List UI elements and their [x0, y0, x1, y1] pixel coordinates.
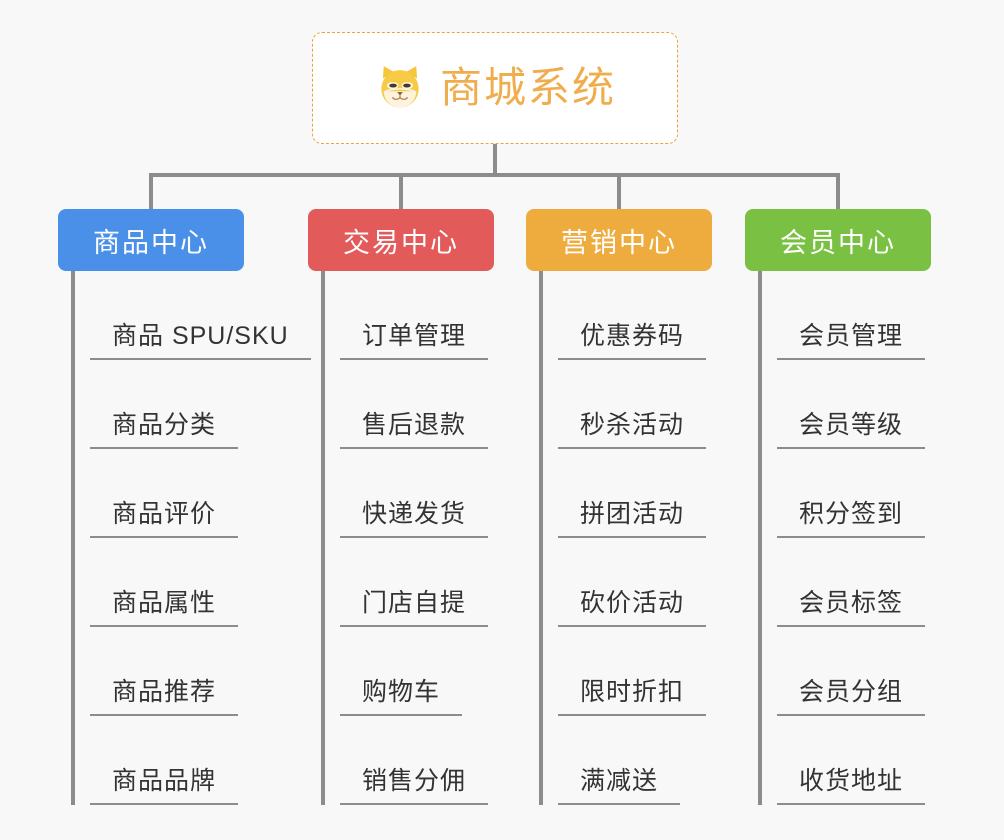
leaf-item-label: 满减送 [558, 761, 681, 805]
leaf-item[interactable]: 砍价活动 [558, 538, 712, 627]
connector-horizontal-rail [149, 173, 839, 177]
branch-header[interactable]: 商品中心 [58, 209, 244, 271]
leaf-item-label: 快递发货 [340, 494, 489, 538]
leaf-item-label: 商品评价 [90, 494, 239, 538]
leaf-item-label: 收货地址 [777, 761, 926, 805]
leaf-list: 订单管理售后退款快递发货门店自提购物车销售分佣 [321, 271, 494, 805]
root-title: 商城系统 [439, 64, 616, 111]
leaf-item[interactable]: 积分签到 [777, 449, 931, 538]
leaf-item-label: 购物车 [340, 672, 463, 716]
branch-column: 营销中心优惠券码秒杀活动拼团活动砍价活动限时折扣满减送 [526, 209, 712, 821]
leaf-item[interactable]: 快递发货 [340, 449, 494, 538]
branch-header[interactable]: 营销中心 [526, 209, 712, 271]
leaf-item[interactable]: 秒杀活动 [558, 360, 712, 449]
leaf-item-label: 销售分佣 [340, 761, 489, 805]
leaf-item-label: 商品属性 [90, 583, 239, 627]
leaf-item-label: 门店自提 [340, 583, 489, 627]
leaf-item-label: 售后退款 [340, 405, 489, 449]
branch-header-label: 交易中心 [343, 227, 459, 258]
leaf-item[interactable]: 商品分类 [90, 360, 244, 449]
leaf-item[interactable]: 会员分组 [777, 627, 931, 716]
leaf-item[interactable]: 会员标签 [777, 538, 931, 627]
leaf-item-label: 商品分类 [90, 405, 239, 449]
branch-column: 商品中心商品 SPU/SKU 商品分类商品评价商品属性商品推荐商品品牌 [58, 209, 311, 821]
leaf-item[interactable]: 优惠券码 [558, 271, 712, 360]
leaf-item[interactable]: 商品属性 [90, 538, 244, 627]
leaf-item[interactable]: 销售分佣 [340, 716, 494, 805]
leaf-item-label: 会员标签 [777, 583, 926, 627]
branch-header[interactable]: 会员中心 [745, 209, 931, 271]
leaf-item[interactable]: 售后退款 [340, 360, 494, 449]
leaf-item-label: 拼团活动 [558, 494, 707, 538]
leaf-item[interactable]: 商品品牌 [90, 716, 244, 805]
leaf-item[interactable]: 订单管理 [340, 271, 494, 360]
leaf-item[interactable]: 商品 SPU/SKU [90, 271, 311, 360]
leaf-item[interactable]: 商品推荐 [90, 627, 244, 716]
leaf-item[interactable]: 拼团活动 [558, 449, 712, 538]
leaf-item-label: 限时折扣 [558, 672, 707, 716]
leaf-list: 商品 SPU/SKU 商品分类商品评价商品属性商品推荐商品品牌 [71, 271, 311, 805]
branch-column: 会员中心会员管理会员等级积分签到会员标签会员分组收货地址 [745, 209, 931, 821]
leaf-item[interactable]: 会员等级 [777, 360, 931, 449]
leaf-item[interactable]: 商品评价 [90, 449, 244, 538]
leaf-list: 优惠券码秒杀活动拼团活动砍价活动限时折扣满减送 [539, 271, 712, 805]
branch-header-label: 营销中心 [561, 227, 677, 258]
branch-column: 交易中心订单管理售后退款快递发货门店自提购物车销售分佣 [308, 209, 494, 821]
leaf-item-label: 会员等级 [777, 405, 926, 449]
leaf-item[interactable]: 满减送 [558, 716, 712, 805]
leaf-item[interactable]: 门店自提 [340, 538, 494, 627]
branch-header-label: 会员中心 [780, 227, 896, 258]
branch-header[interactable]: 交易中心 [308, 209, 494, 271]
connector-drop-4 [836, 173, 840, 209]
leaf-item-label: 会员管理 [777, 316, 926, 360]
branch-header-label: 商品中心 [93, 227, 209, 258]
leaf-item-label: 商品推荐 [90, 672, 239, 716]
leaf-item[interactable]: 购物车 [340, 627, 494, 716]
connector-drop-1 [149, 173, 153, 209]
leaf-list: 会员管理会员等级积分签到会员标签会员分组收货地址 [758, 271, 931, 805]
leaf-item-label: 优惠券码 [558, 316, 707, 360]
leaf-item[interactable]: 收货地址 [777, 716, 931, 805]
connector-root-stem [493, 144, 497, 175]
leaf-item[interactable]: 限时折扣 [558, 627, 712, 716]
leaf-item[interactable]: 会员管理 [777, 271, 931, 360]
root-node[interactable]: 商城系统 [312, 32, 678, 144]
shiba-dog-face-icon [381, 66, 419, 108]
leaf-item-label: 商品 SPU/SKU [90, 316, 311, 360]
leaf-item-label: 秒杀活动 [558, 405, 707, 449]
leaf-item-label: 订单管理 [340, 316, 489, 360]
leaf-item-label: 积分签到 [777, 494, 926, 538]
leaf-item-label: 会员分组 [777, 672, 926, 716]
connector-drop-2 [399, 173, 403, 209]
leaf-item-label: 砍价活动 [558, 583, 707, 627]
connector-drop-3 [617, 173, 621, 209]
leaf-item-label: 商品品牌 [90, 761, 239, 805]
